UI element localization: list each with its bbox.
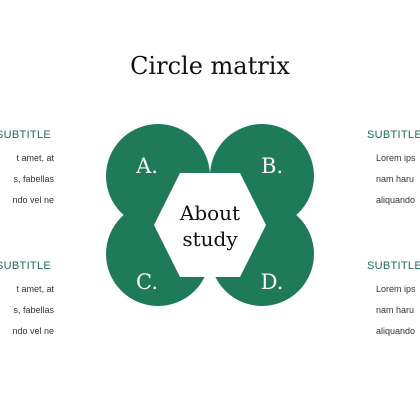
side-block-top-right: SUBTITLE Lorem ips nam haru aliquando (367, 129, 420, 214)
quadrant-label-a: A. (135, 154, 158, 178)
subtitle-label: SUBTITLE (367, 129, 420, 141)
body-text-line: ndo vel ne (12, 326, 54, 336)
body-text-line: Lorem ips (376, 284, 416, 294)
body-text-line: s, fabellas (13, 305, 54, 315)
body-text-line: aliquando (376, 326, 416, 336)
body-text-line: Lorem ips (376, 153, 416, 163)
body-text-line: nam haru (376, 305, 415, 315)
subtitle-label: SUBTITLE (367, 260, 420, 272)
center-label-line1: About (179, 201, 240, 225)
body-text-line: aliquando (376, 195, 416, 205)
quadrant-label-b: B. (261, 154, 283, 178)
quadrant-label-c: C. (136, 270, 158, 294)
slide-title: Circle matrix (130, 52, 290, 80)
body-text-line: t amet, at (16, 153, 54, 163)
body-text-line: t amet, at (16, 284, 54, 294)
side-block-top-left: SUBTITLE t amet, at s, fabellas ndo vel … (0, 129, 54, 214)
body-text-line: s, fabellas (13, 174, 54, 184)
side-block-bottom-right: SUBTITLE Lorem ips nam haru aliquando (367, 260, 420, 345)
body-text-line: nam haru (376, 174, 415, 184)
center-label-line2: study (182, 227, 238, 251)
body-text-line: ndo vel ne (12, 195, 54, 205)
subtitle-label: SUBTITLE (0, 260, 51, 272)
subtitle-label: SUBTITLE (0, 129, 51, 141)
quadrant-label-d: D. (261, 270, 284, 294)
side-block-bottom-left: SUBTITLE t amet, at s, fabellas ndo vel … (0, 260, 54, 345)
center-hexagon (154, 173, 266, 277)
